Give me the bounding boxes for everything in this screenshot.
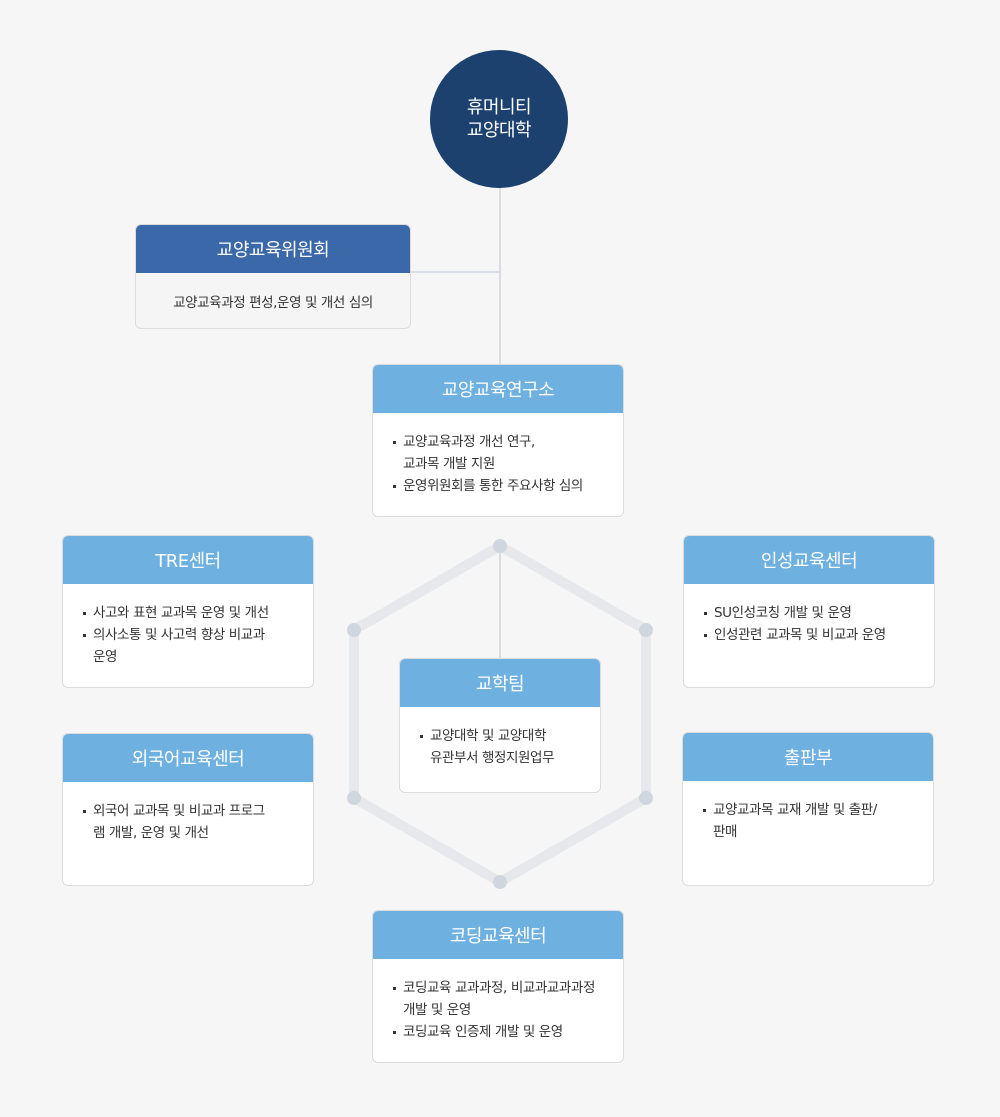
committee-box: 교양교육위원회 교양교육과정 편성,운영 및 개선 심의 bbox=[135, 224, 411, 329]
institute-box: 교양교육연구소 교양교육과정 개선 연구, 교과목 개발 지원 운영위원회를 통한… bbox=[372, 364, 624, 517]
institute-title: 교양교육연구소 bbox=[373, 365, 623, 413]
list-item-text: 판매 bbox=[713, 824, 738, 840]
list-item: 교양교과목 교재 개발 및 출판/판매 bbox=[703, 799, 923, 843]
list-item-text: 교양교과목 교재 개발 및 출판/ bbox=[713, 802, 877, 818]
coding-title: 코딩교육센터 bbox=[373, 911, 623, 959]
list-item-text: 의사소통 및 사고력 향상 비교과 bbox=[93, 627, 265, 643]
list-item-text: 유관부서 행정지원업무 bbox=[430, 750, 555, 766]
list-item-text: 코딩교육 교과과정, 비교과교과과정 bbox=[403, 980, 595, 996]
foreign-title: 외국어교육센터 bbox=[63, 734, 313, 782]
list-item: 코딩교육 인증제 개발 및 운영 bbox=[393, 1021, 613, 1043]
character-title: 인성교육센터 bbox=[684, 536, 934, 584]
list-item-text: 교양교육과정 개선 연구, bbox=[403, 434, 535, 450]
tree-lines bbox=[411, 188, 501, 658]
committee-title: 교양교육위원회 bbox=[136, 225, 410, 273]
list-item-text: 인성관련 교과목 및 비교과 운영 bbox=[714, 627, 886, 643]
character-box: 인성교육센터 SU인성코칭 개발 및 운영 인성관련 교과목 및 비교과 운영 bbox=[683, 535, 935, 688]
list-item-text: 램 개발, 운영 및 개선 bbox=[93, 825, 209, 841]
publishing-box: 출판부 교양교과목 교재 개발 및 출판/판매 bbox=[682, 732, 934, 886]
publishing-title: 출판부 bbox=[683, 733, 933, 781]
list-item: 사고와 표현 교과목 운영 및 개선 bbox=[83, 602, 303, 624]
list-item-text: 교양대학 및 교양대학 bbox=[430, 728, 546, 744]
list-item: 인성관련 교과목 및 비교과 운영 bbox=[704, 624, 924, 646]
team-title: 교학팀 bbox=[400, 659, 600, 707]
list-item-text: SU인성코칭 개발 및 운영 bbox=[714, 605, 852, 621]
root-node: 휴머니티 교양대학 bbox=[430, 50, 568, 188]
list-item: 교양교육과정 개선 연구, 교과목 개발 지원 bbox=[393, 431, 613, 475]
tre-title: TRE센터 bbox=[63, 536, 313, 584]
tre-box: TRE센터 사고와 표현 교과목 운영 및 개선 의사소통 및 사고력 향상 비… bbox=[62, 535, 314, 688]
list-item: SU인성코칭 개발 및 운영 bbox=[704, 602, 924, 624]
committee-desc: 교양교육과정 편성,운영 및 개선 심의 bbox=[173, 295, 373, 311]
list-item-text: 사고와 표현 교과목 운영 및 개선 bbox=[93, 605, 269, 621]
root-line-1: 휴머니티 bbox=[466, 97, 532, 118]
list-item-text: 개발 및 운영 bbox=[403, 1002, 471, 1018]
list-item-text: 코딩교육 인증제 개발 및 운영 bbox=[403, 1024, 563, 1040]
list-item-text: 외국어 교과목 및 비교과 프로그 bbox=[93, 803, 265, 819]
list-item: 운영위원회를 통한 주요사항 심의 bbox=[393, 475, 613, 497]
list-item-text: 운영 bbox=[93, 649, 118, 665]
list-item-text: 교과목 개발 지원 bbox=[403, 456, 495, 472]
list-item-text: 운영위원회를 통한 주요사항 심의 bbox=[403, 478, 583, 494]
root-line-2: 교양대학 bbox=[466, 120, 532, 141]
